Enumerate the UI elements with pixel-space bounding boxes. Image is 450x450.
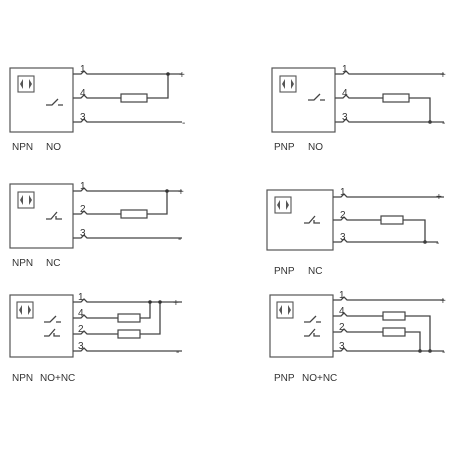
no-switch-icon xyxy=(304,315,321,323)
sensor-icon xyxy=(17,75,35,93)
pin-label: 2 xyxy=(80,204,86,215)
pin-label: 3 xyxy=(342,112,348,123)
resistor xyxy=(120,93,148,103)
sensor-body xyxy=(271,67,336,133)
diagram-npn-nc: 1 2 3 + - NPN NC xyxy=(9,181,184,269)
resistor xyxy=(117,313,141,323)
no-switch-icon xyxy=(46,98,63,106)
nc-switch-icon xyxy=(304,215,320,224)
type-label: PNP xyxy=(274,266,295,277)
sensor-body xyxy=(269,294,334,358)
pin-label: 1 xyxy=(339,290,345,301)
no-switch-icon xyxy=(44,315,61,323)
plus-sign: + xyxy=(179,70,185,81)
sensor-body xyxy=(9,183,74,249)
mode-label: NO+NC xyxy=(302,373,337,384)
mode-label: NO xyxy=(46,142,61,153)
resistor xyxy=(382,93,410,103)
sensor-icon xyxy=(279,75,297,93)
pin-label: 1 xyxy=(340,187,346,198)
diagram-npn-no: 1 4 3 + - NPN NO xyxy=(9,64,185,153)
pin-label: 4 xyxy=(342,88,348,99)
diagram-pnp-nc: 1 2 3 + - PNP NC xyxy=(266,187,444,277)
pin-label: 3 xyxy=(80,228,86,239)
pin-label: 3 xyxy=(340,232,346,243)
pin-label: 3 xyxy=(78,341,84,352)
type-label: NPN xyxy=(12,142,33,153)
pin-label: 4 xyxy=(339,306,345,317)
sensor-body xyxy=(266,189,334,251)
sensor-body xyxy=(9,67,74,133)
type-label: NPN xyxy=(12,258,33,269)
minus-sign: - xyxy=(442,118,445,129)
minus-sign: - xyxy=(182,118,185,129)
resistor xyxy=(380,215,404,225)
diagram-npn-no-nc: 1 4 2 3 + - NPN NO+NC xyxy=(9,292,182,384)
resistor xyxy=(120,209,148,219)
pin-label: 1 xyxy=(342,64,348,75)
plus-sign: + xyxy=(178,187,184,198)
sensor-body xyxy=(9,294,74,358)
pin-label: 1 xyxy=(78,292,84,303)
diagram-pnp-no-nc: 1 4 2 3 + - PNP NO+NC xyxy=(269,290,446,384)
sensor-icon xyxy=(274,196,292,214)
mode-label: NC xyxy=(308,266,322,277)
nc-switch-icon xyxy=(44,328,60,337)
sensor-icon xyxy=(276,301,294,319)
minus-sign: - xyxy=(178,234,181,245)
diagram-pnp-no: 1 4 3 + - PNP NO xyxy=(271,64,446,153)
pin-label: 3 xyxy=(80,112,86,123)
plus-sign: + xyxy=(436,192,442,203)
pin-label: 2 xyxy=(339,322,345,333)
nc-switch-icon xyxy=(46,211,62,220)
plus-sign: + xyxy=(440,296,446,307)
plus-sign: + xyxy=(173,298,179,309)
resistor xyxy=(117,329,141,339)
pin-label: 1 xyxy=(80,64,86,75)
mode-label: NC xyxy=(46,258,60,269)
no-switch-icon xyxy=(308,93,325,101)
mode-label: NO+NC xyxy=(40,373,75,384)
pin-label: 1 xyxy=(80,181,86,192)
pin-label: 3 xyxy=(339,341,345,352)
sensor-icon xyxy=(17,191,35,209)
minus-sign: - xyxy=(176,347,179,358)
pin-label: 2 xyxy=(340,210,346,221)
nc-switch-icon xyxy=(304,328,320,337)
pin-label: 4 xyxy=(78,308,84,319)
plus-sign: + xyxy=(440,70,446,81)
type-label: PNP xyxy=(274,142,295,153)
pin-label: 4 xyxy=(80,88,86,99)
pin-label: 2 xyxy=(78,324,84,335)
mode-label: NO xyxy=(308,142,323,153)
type-label: NPN xyxy=(12,373,33,384)
minus-sign: - xyxy=(436,238,439,249)
resistor xyxy=(382,327,406,337)
minus-sign: - xyxy=(442,347,445,358)
type-label: PNP xyxy=(274,373,295,384)
resistor xyxy=(382,311,406,321)
sensor-icon xyxy=(16,301,34,319)
